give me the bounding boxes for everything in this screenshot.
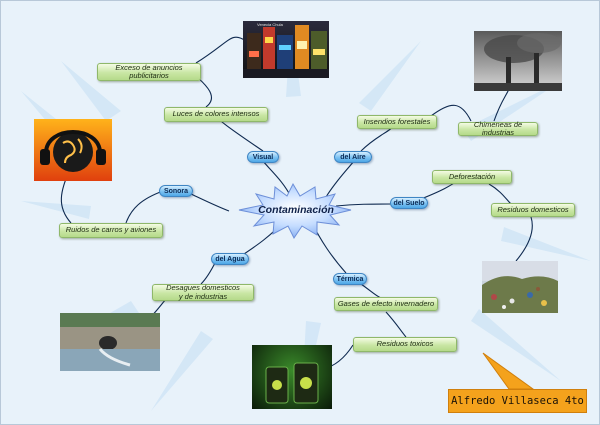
headphones-globe-drawing	[40, 130, 106, 172]
category-aire[interactable]: del Aire	[334, 151, 372, 163]
topic-exceso-anuncios[interactable]: Exceso de anuncios publicitarios	[97, 63, 201, 81]
topic-deforestacion[interactable]: Deforestación	[432, 170, 512, 184]
category-termica[interactable]: Térmica	[333, 273, 367, 285]
center-topic-label[interactable]: Contaminación	[258, 204, 334, 216]
center-star-shape	[238, 182, 352, 239]
landfill-image	[482, 261, 558, 313]
topic-insendios[interactable]: Insendios forestales	[357, 115, 437, 129]
headphones-globe-image	[34, 119, 112, 181]
toxic-barrels-image	[252, 345, 332, 409]
category-suelo[interactable]: del Suelo	[390, 197, 428, 209]
topic-ruidos[interactable]: Ruidos de carros y aviones	[59, 223, 163, 238]
city-lights-drawing	[243, 25, 329, 78]
toxic-barrels-drawing	[265, 362, 319, 404]
image-caption: Venecia Chula	[257, 22, 283, 27]
topic-gases[interactable]: Gases de efecto invernadero	[334, 297, 438, 311]
factory-chimneys-drawing	[474, 31, 562, 91]
topic-residuos-domesticos[interactable]: Residuos domesticos	[491, 203, 575, 217]
landfill-drawing	[482, 261, 558, 313]
factory-chimneys-image	[474, 31, 562, 91]
topic-chimeneas[interactable]: Chimeneas de industrias	[458, 120, 538, 137]
category-agua[interactable]: del Agua	[211, 253, 249, 265]
author-label: Alfredo Villaseca 4to	[448, 389, 587, 413]
sewage-pipe-image	[60, 313, 160, 371]
category-sonora[interactable]: Sonora	[159, 185, 193, 197]
sewage-pipe-drawing	[60, 313, 160, 371]
topic-residuos-toxicos[interactable]: Residuos toxicos	[353, 337, 457, 352]
topic-desagues[interactable]: Desagues domesticos y de industrias	[152, 283, 254, 301]
city-lights-image: Venecia Chula	[243, 21, 329, 78]
topic-luces[interactable]: Luces de colores intensos	[164, 107, 268, 122]
author-pointer	[482, 352, 535, 390]
category-visual[interactable]: Visual	[247, 151, 279, 163]
